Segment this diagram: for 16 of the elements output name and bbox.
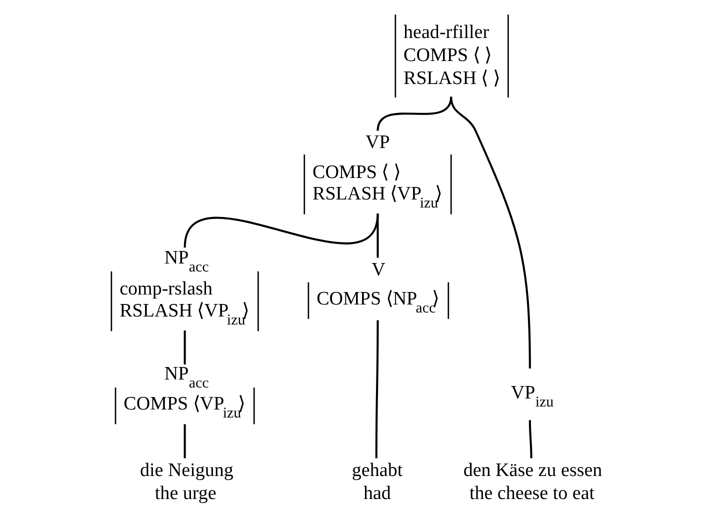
- node-text: V COMPS ⟨NP$_{acc}$⟩: [316, 260, 439, 316]
- node-text: head-rfiller COMPS ⟨ ⟩ RSLASH ⟨ ⟩: [403, 22, 500, 90]
- connector: [376, 96, 452, 131]
- node-text: VP COMPS ⟨ ⟩ RSLASH ⟨VP$_{izu}$⟩: [312, 132, 442, 212]
- node-text: VP$_{izu}$: [510, 382, 554, 411]
- connector: [376, 214, 378, 258]
- connector: [183, 424, 186, 458]
- node-text: NP$_{acc}$ comp-rslash RSLASH ⟨VP$_{izu}$⟩: [119, 247, 248, 328]
- connector: [374, 320, 378, 458]
- connector: [528, 420, 532, 458]
- node-text: den Käse zu essen the cheese to eat: [462, 460, 602, 504]
- connector: [183, 330, 186, 364]
- connector: [450, 96, 530, 369]
- node-text: die Neigung the urge: [139, 460, 233, 504]
- node-text: NP$_{acc}$ COMPS ⟨VP$_{izu}$⟩: [123, 364, 244, 422]
- node-text: gehabt had: [351, 460, 402, 504]
